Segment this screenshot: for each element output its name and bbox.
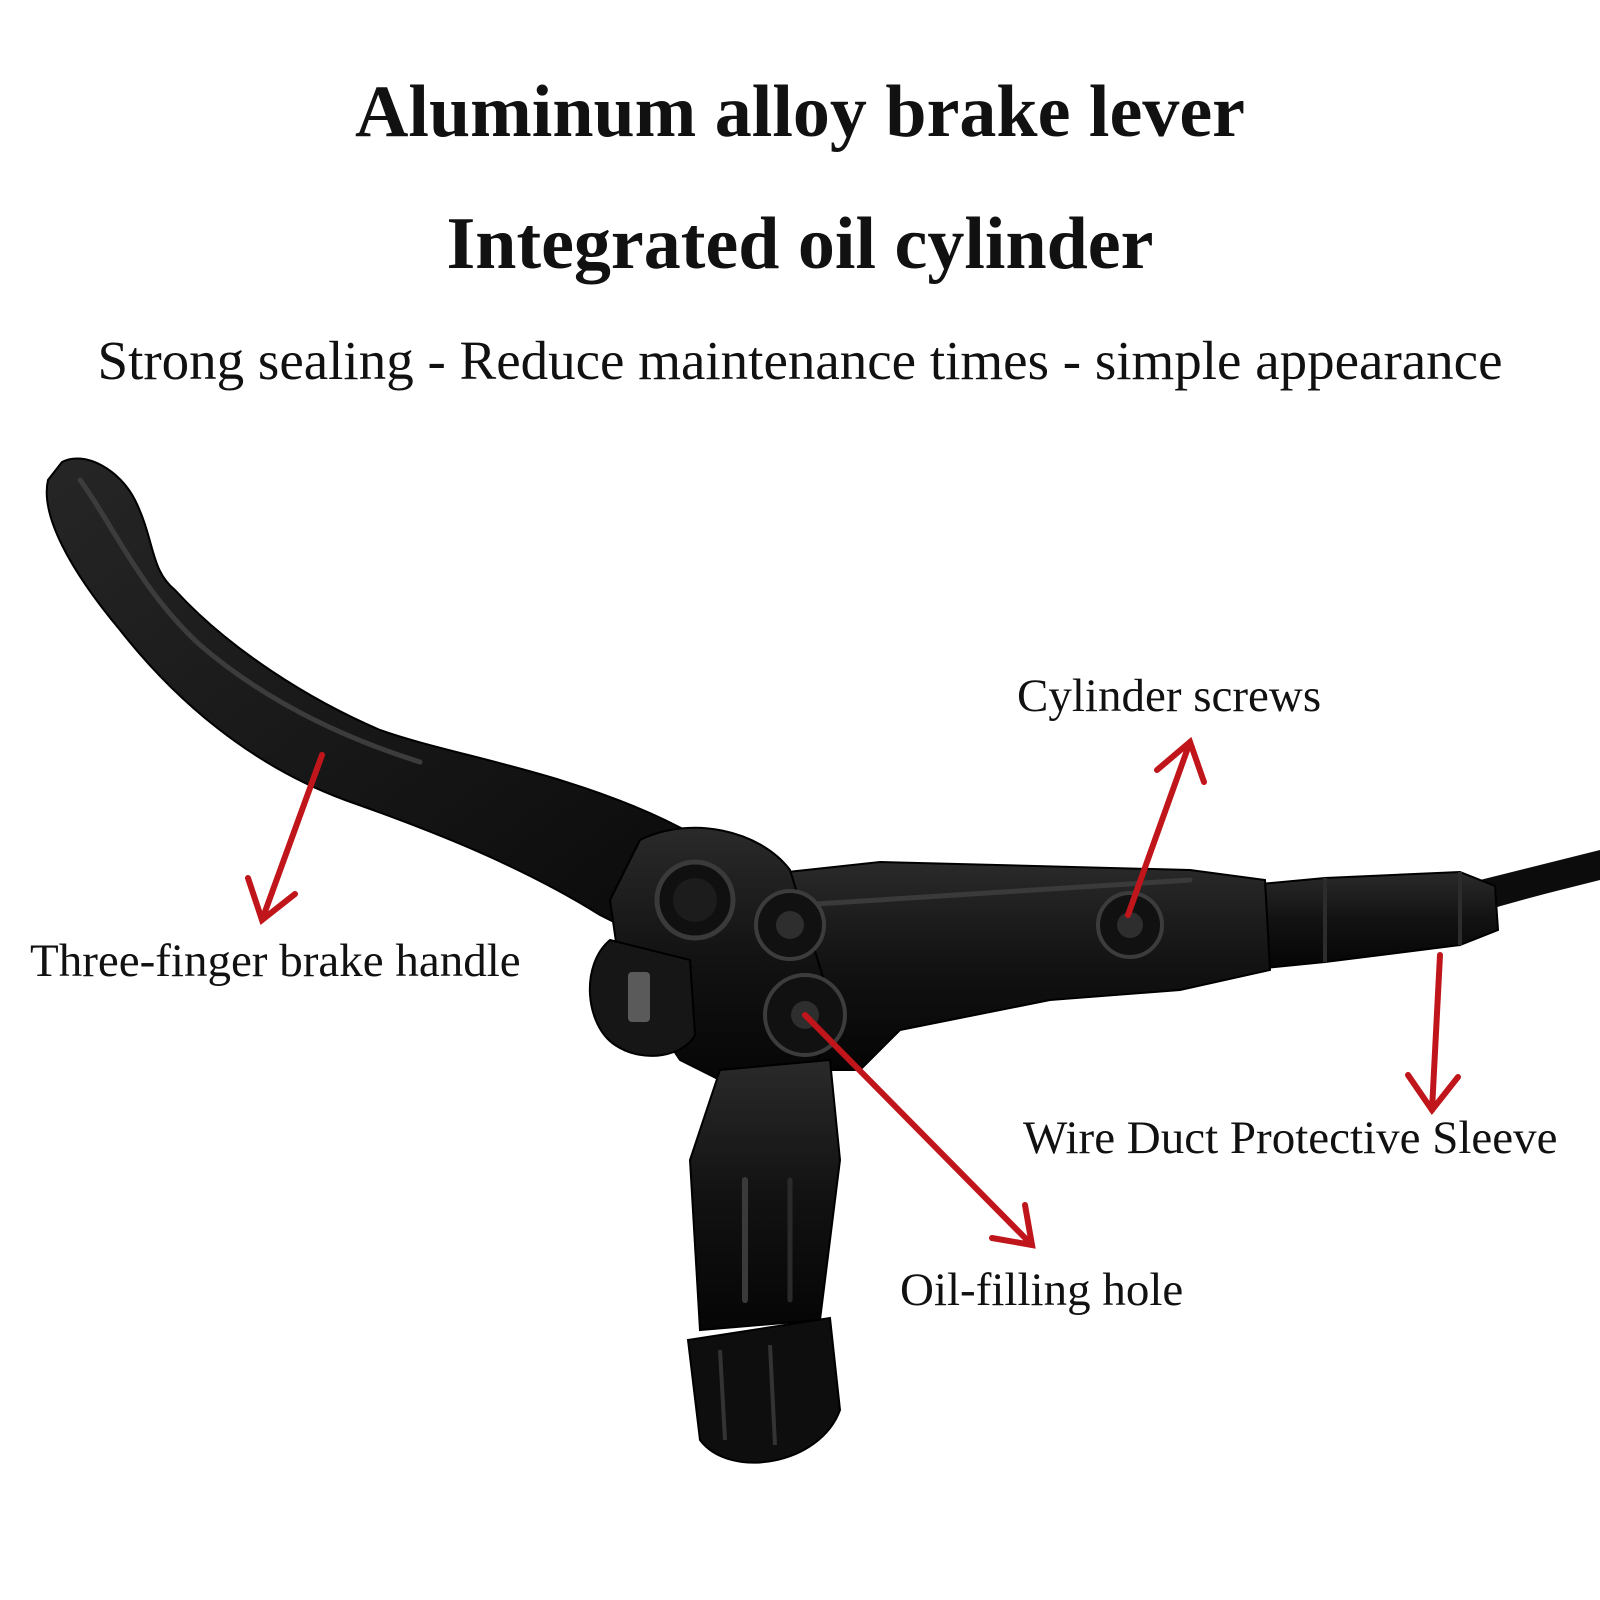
feature-tagline: Strong sealing - Reduce maintenance time… — [97, 330, 1503, 391]
arrow-handle — [245, 752, 325, 925]
arrow-screws — [1125, 736, 1207, 918]
lower-stem — [688, 1058, 842, 1332]
callout-cylinder-screws: Cylinder screws — [1017, 670, 1322, 722]
callout-three-finger-handle: Three-finger brake handle — [30, 935, 521, 987]
arrow-oil-hole — [802, 1012, 1036, 1249]
title-line-2: Integrated oil cylinder — [446, 203, 1154, 285]
callout-protective-sleeve: Wire Duct Protective Sleeve — [1023, 1112, 1558, 1164]
arrow-sleeve — [1405, 952, 1461, 1116]
callout-oil-filling-hole: Oil-filling hole — [900, 1264, 1184, 1316]
stem-end-cap — [686, 1316, 842, 1464]
lever-blade — [45, 457, 707, 937]
title-line-1: Aluminum alloy brake lever — [354, 71, 1246, 153]
protective-sleeve — [1248, 870, 1500, 970]
brake-cable — [1480, 850, 1600, 912]
